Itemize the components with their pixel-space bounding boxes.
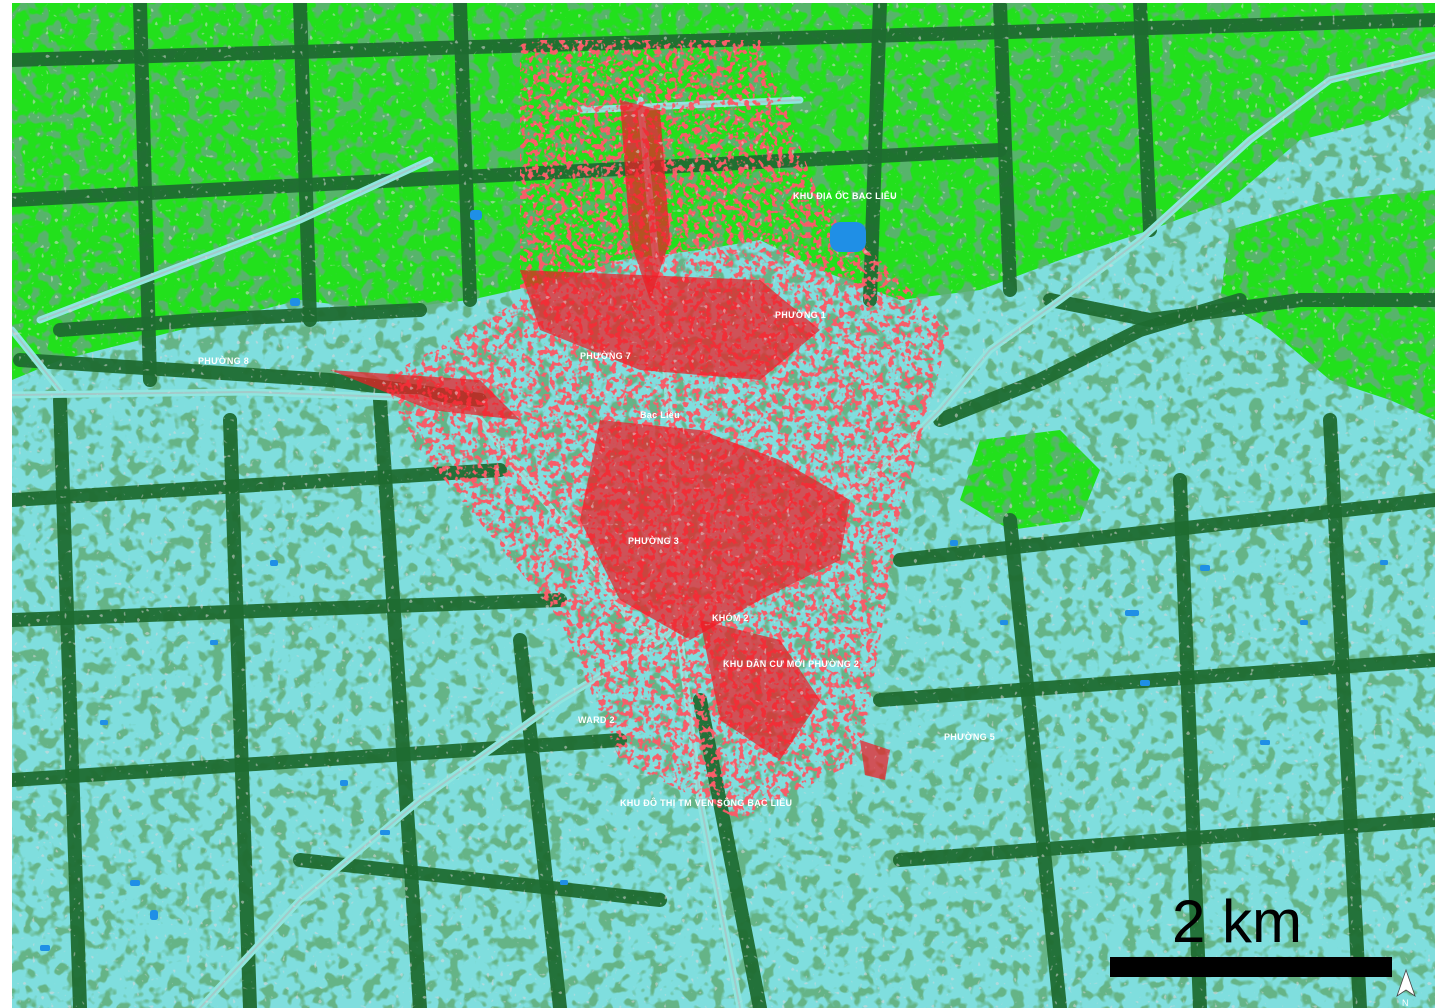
water-pond [950,540,958,546]
label-bac-lieu: Bạc Liêu [640,410,680,420]
water-bodies [40,210,1388,951]
water-pond [1140,680,1150,686]
label-ward-2: WARD 2 [578,715,615,725]
label-khu-do-thi: KHU ĐÔ THỊ TM VEN SÔNG BẠC LIÊU [620,797,792,808]
north-letter: N [1402,998,1409,1008]
label-phuong-5: PHƯỜNG 5 [944,731,995,742]
label-khu-dia-oc: KHU ĐỊA ỐC BẠC LIÊU [793,190,897,201]
water-pond [1000,620,1008,625]
water-pond [470,210,482,220]
water-pond [1125,610,1139,616]
north-arrow-icon [1396,968,1416,997]
water-pond [210,640,218,645]
label-phuong-1: PHƯỜNG 1 [775,309,826,320]
water-pond [1260,740,1270,745]
label-khu-dan-cu: KHU DÂN CƯ MỚI PHƯỜNG 2 [723,658,859,669]
north-arrow: N [1396,968,1416,1008]
water-pond [150,910,158,920]
label-phuong-8: PHƯỜNG 8 [198,355,249,366]
label-phuong-7: PHƯỜNG 7 [580,350,631,361]
water-pond [290,298,300,306]
water-pond [380,830,390,835]
water-pond [1300,620,1308,625]
map-raster: PHƯỜNG 8 PHƯỜNG 7 PHƯỜNG 1 Bạc Liêu KHU … [12,3,1435,1008]
water-pond [560,880,568,885]
scale-bar-line [1110,957,1392,977]
water-pond [1200,565,1210,571]
water-pond [1380,560,1388,565]
water-pond [830,222,866,252]
water-pond [100,720,108,725]
water-pond [130,880,140,886]
scale-bar: 2 km [1110,888,1392,977]
label-khom-2: KHÓM 2 [712,612,749,623]
water-pond [40,945,50,951]
water-pond [340,780,348,786]
bare-ground-speckle [12,3,1435,1008]
label-phuong-3: PHƯỜNG 3 [628,535,679,546]
scale-bar-label: 2 km [1172,888,1302,955]
water-pond [270,560,278,566]
place-labels: PHƯỜNG 8 PHƯỜNG 7 PHƯỜNG 1 Bạc Liêu KHU … [198,190,995,808]
